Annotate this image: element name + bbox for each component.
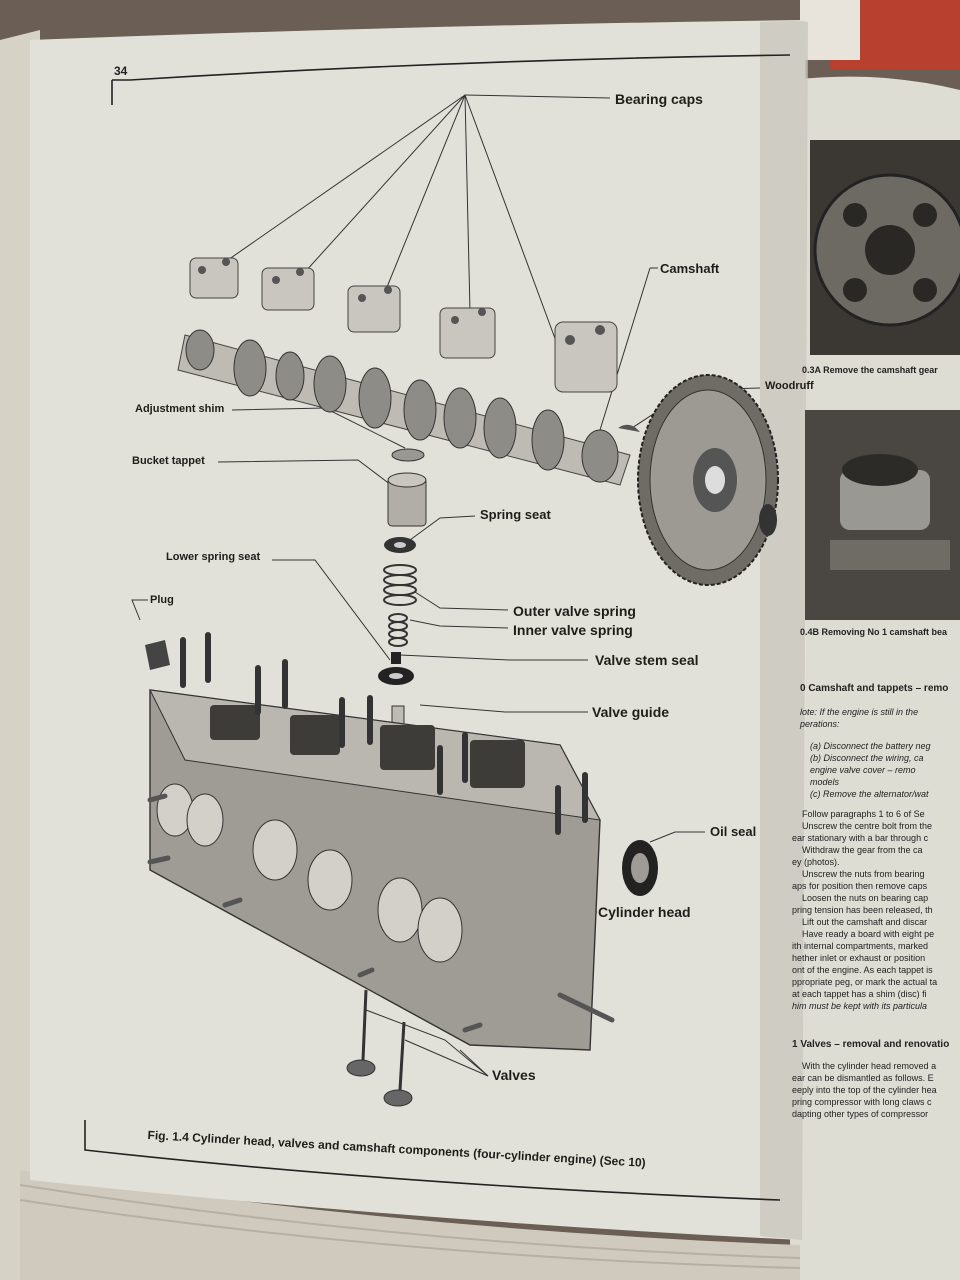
label-bearing-caps: Bearing caps [615,91,703,107]
page-frame [84,54,791,1201]
body-line: Lift out the camshaft and discar [802,917,928,927]
valve-parts [346,989,413,1107]
body-line: ey (photos). [792,857,840,867]
right-page-photo-b [805,410,960,620]
note-line: perations: [800,719,840,729]
photo-a-caption: 0.3A Remove the camshaft gear [802,365,938,375]
body-line: Unscrew the nuts from bearing [802,869,925,879]
body-line: at each tappet has a shim (disc) fi [792,989,927,999]
bearing-cap-parts [189,257,618,393]
label-oil-seal: Oil seal [710,824,757,839]
label-adjustment-shim: Adjustment shim [135,403,225,415]
right-page [790,76,960,1280]
list-item: (b) Disconnect the wiring, ca [810,753,924,763]
label-bucket-tappet: Bucket tappet [132,455,205,467]
body-line: pring tension has been released, th [792,905,933,915]
section-11-line: ear can be dismantled as follows. E [792,1073,934,1083]
label-woodruff: Woodruff [765,380,814,392]
label-inner-valve-spring: Inner valve spring [513,622,633,638]
body-line: aps for position then remove caps [792,881,928,891]
body-line: Unscrew the centre bolt from the [802,821,933,831]
body-line: Have ready a board with eight pe [802,929,935,939]
label-valve-stem-seal: Valve stem seal [595,652,699,668]
section-11-line: eeply into the top of the cylinder hea [792,1085,937,1095]
label-lower-spring-seat: Lower spring seat [166,551,261,563]
photo-b-caption: 0.4B Removing No 1 camshaft bea [800,627,948,637]
body-line: ith internal compartments, marked [792,941,929,951]
camshaft-part [177,329,631,486]
left-page [30,20,807,1240]
body-line: ear stationary with a bar through c [792,833,929,843]
section-11-line: With the cylinder head removed a [802,1061,937,1071]
note-line: lote: If the engine is still in the [800,707,919,717]
body-line: Follow paragraphs 1 to 6 of Se [802,809,925,819]
section-11-line: pring compressor with long claws c [792,1097,932,1107]
label-valve-guide: Valve guide [592,704,670,720]
cylinder-head-part [147,632,658,1051]
woodruff-key [618,424,640,432]
section-11-heading: 1 Valves – removal and renovatio [792,1039,950,1050]
list-item: engine valve cover – remo [810,765,916,775]
body-line: Loosen the nuts on bearing cap [802,893,929,903]
body-line: ont of the engine. As each tappet is [792,965,933,975]
label-plug: Plug [150,594,174,606]
section-11-line: dapting other types of compressor [792,1109,929,1119]
label-spring-seat: Spring seat [480,507,551,522]
gear-bolt-washer [759,504,777,536]
right-page-photo-a [810,140,960,355]
white-object-corner [800,0,860,60]
list-item: models [810,777,840,787]
body-line: ppropriate peg, or mark the actual ta [792,977,938,987]
page-stack [20,1170,800,1280]
list-item: (a) Disconnect the battery neg [810,741,931,751]
body-line: him must be kept with its particula [792,1001,928,1011]
label-valves: Valves [492,1067,536,1083]
page-number: 34 [114,64,128,78]
list-item: (c) Remove the alternator/wat [810,789,929,799]
body-line: Withdraw the gear from the ca [802,845,923,855]
label-outer-valve-spring: Outer valve spring [513,603,636,619]
right-page-text: 0.3A Remove the camshaft gear 0.4B Remov… [790,140,960,1280]
label-camshaft: Camshaft [660,261,720,276]
body-line: hether inlet or exhaust or position [792,953,926,963]
camshaft-gear [637,374,779,586]
label-cylinder-head: Cylinder head [598,904,691,920]
section-10-heading: 0 Camshaft and tappets – remo [800,683,949,694]
